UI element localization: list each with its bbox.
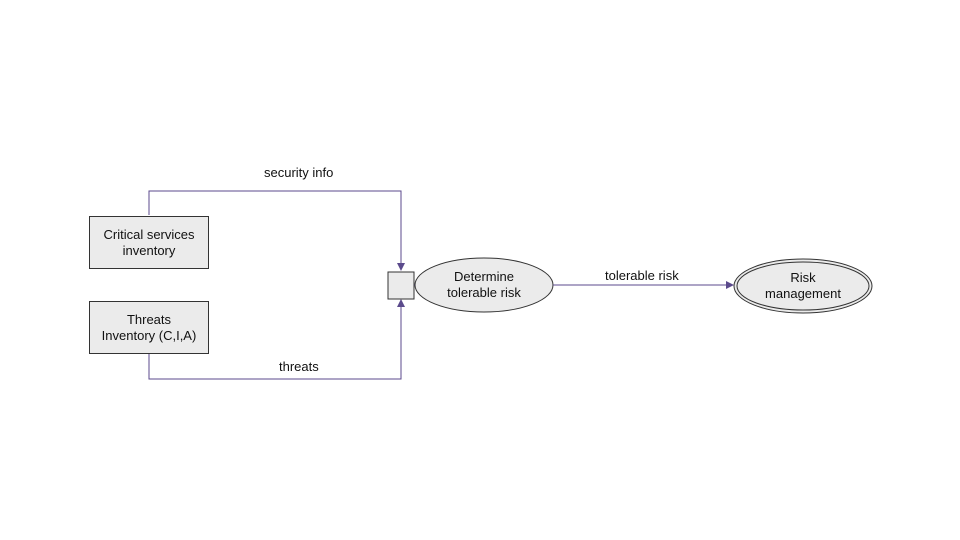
- tolerable-risk-label: tolerable risk: [605, 268, 679, 283]
- determine-tolerable-risk-node: Determine tolerable risk: [415, 258, 553, 312]
- node-label-line: Critical services: [103, 226, 195, 242]
- node-label-line: Determine: [454, 269, 514, 284]
- security-info-connector: [148, 190, 405, 271]
- critical-services-inventory-node: Critical services inventory: [89, 216, 209, 269]
- node-label-line: management: [765, 286, 841, 301]
- threats-connector: [148, 299, 405, 380]
- risk-management-node: Risk management: [734, 259, 872, 313]
- node-label-line: Inventory (C,I,A): [101, 327, 197, 343]
- security-info-label: security info: [264, 165, 334, 180]
- threats-label: threats: [279, 359, 319, 374]
- node-label-line: Threats: [126, 311, 172, 327]
- node-label-line: inventory: [122, 242, 176, 258]
- node-label-line: Risk: [790, 270, 816, 285]
- node-label-line: tolerable risk: [447, 285, 521, 300]
- risk-management-inner-ellipse: [736, 261, 870, 311]
- risk-management-outer-ellipse: [733, 258, 873, 314]
- threats-inventory-node: Threats Inventory (C,I,A): [89, 301, 209, 354]
- junction-node: [387, 271, 415, 300]
